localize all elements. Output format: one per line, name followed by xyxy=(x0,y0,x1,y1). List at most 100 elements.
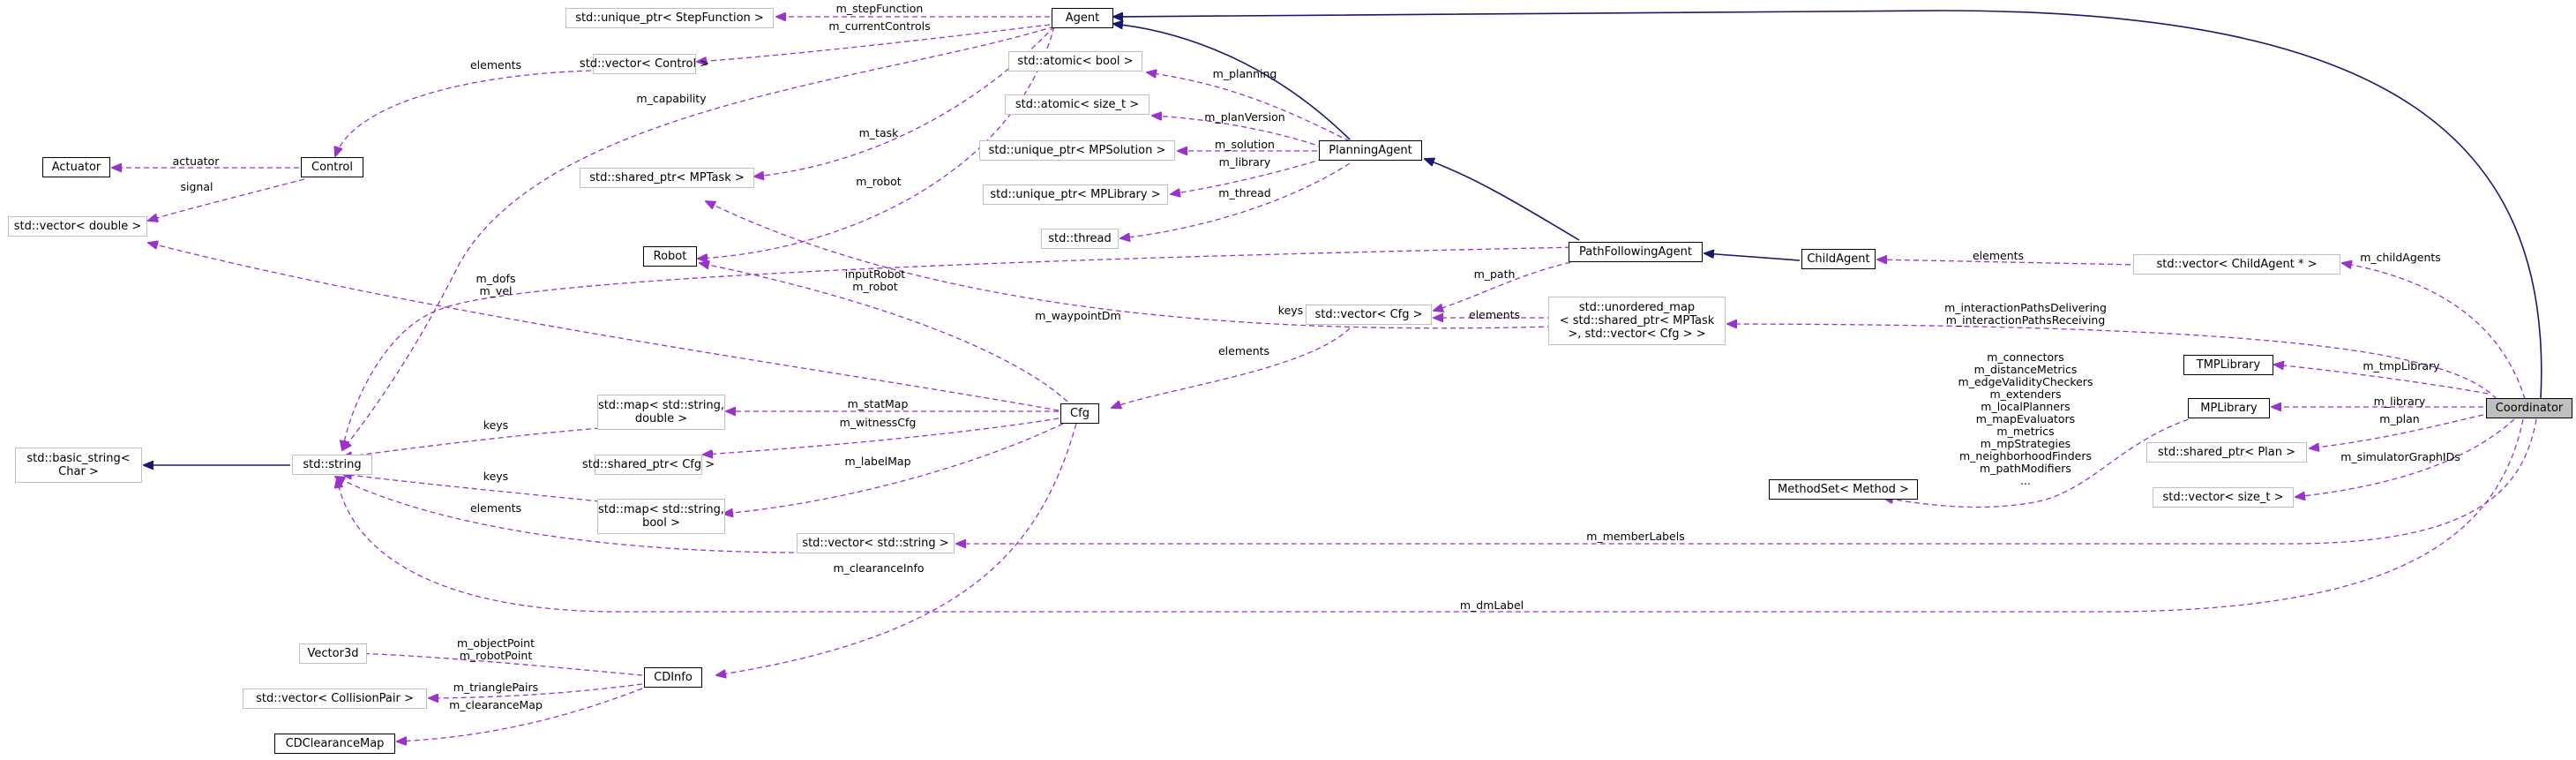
node-robot[interactable]: Robot xyxy=(643,246,697,267)
edge-pathfollowing-planningagent xyxy=(1425,159,1580,241)
label-keys-mb: keys xyxy=(483,470,509,483)
node-methodset[interactable]: MethodSet< Method > xyxy=(1769,479,1918,500)
node-childagent[interactable]: ChildAgent xyxy=(1801,249,1876,269)
node-vector-control[interactable]: std::vector< Control > xyxy=(580,54,709,74)
edge-coordinator-plan xyxy=(2310,414,2484,448)
label-keys-um: keys xyxy=(1277,304,1304,317)
edge-coordinator-tmplibrary xyxy=(2274,365,2489,395)
label-m-robot: m_robot xyxy=(856,175,902,188)
label-m-interactionpaths: m_interactionPathsDelivering m_interacti… xyxy=(1944,301,2107,327)
edge-planningagent-agent xyxy=(1113,24,1351,140)
node-unordered-map[interactable]: std::unordered_map < std::shared_ptr< MP… xyxy=(1548,297,1726,345)
node-vector-size-t[interactable]: std::vector< size_t > xyxy=(2153,487,2294,508)
node-actuator[interactable]: Actuator xyxy=(42,157,110,177)
label-elements-child: elements xyxy=(1972,249,2025,262)
label-m-labelmap: m_labelMap xyxy=(844,455,911,468)
label-elements-cfg: elements xyxy=(1217,344,1270,357)
edge-planningagent-planversion xyxy=(1152,116,1324,148)
edge-mapdouble-keys xyxy=(342,427,601,457)
label-m-plan: m_plan xyxy=(2379,412,2420,425)
edge-coordinator-simgraph xyxy=(2295,418,2515,497)
node-unique-ptr-mplibrary[interactable]: std::unique_ptr< MPLibrary > xyxy=(983,184,1168,205)
node-vector-collisionpair[interactable]: std::vector< CollisionPair > xyxy=(243,689,427,709)
label-m-library-c: m_library xyxy=(2373,395,2426,408)
label-m-simulatorgraphids: m_simulatorGraphIDs xyxy=(2340,450,2460,463)
label-m-trianglepairs: m_trianglePairs xyxy=(453,681,539,694)
edge-cdinfo-objectpoint xyxy=(351,653,643,676)
node-unique-ptr-stepfunction[interactable]: std::unique_ptr< StepFunction > xyxy=(565,8,774,28)
label-keys-md: keys xyxy=(483,418,509,432)
node-map-string-double[interactable]: std::map< std::string, double > xyxy=(597,395,725,430)
edge-um-keys xyxy=(706,201,1554,329)
edge-pathfollowing-waypointdm xyxy=(342,246,1580,450)
edge-planningagent-thread xyxy=(1120,162,1351,238)
edge-planningagent-planning xyxy=(1147,72,1351,142)
label-elements-um: elements xyxy=(1468,308,1521,321)
node-basic-string[interactable]: std::basic_string< Char > xyxy=(15,448,142,483)
label-m-clearancemap: m_clearanceMap xyxy=(449,698,543,711)
node-pathfollowingagent[interactable]: PathFollowingAgent xyxy=(1569,242,1703,262)
node-tmplibrary[interactable]: TMPLibrary xyxy=(2183,355,2273,375)
edge-childagent-pathfollowing xyxy=(1704,253,1801,261)
node-shared-ptr-mptask[interactable]: std::shared_ptr< MPTask > xyxy=(580,168,754,188)
node-shared-ptr-cfg[interactable]: std::shared_ptr< Cfg > xyxy=(582,455,715,475)
node-control[interactable]: Control xyxy=(301,157,363,177)
node-atomic-bool[interactable]: std::atomic< bool > xyxy=(1008,51,1142,71)
edge-cfg-witness xyxy=(703,418,1060,455)
edge-vectorcontrol-control xyxy=(335,70,592,156)
edge-planningagent-library xyxy=(1171,158,1324,194)
label-m-statmap: m_statMap xyxy=(847,397,909,410)
node-cdclearancemap[interactable]: CDClearanceMap xyxy=(274,734,395,754)
label-m-task: m_task xyxy=(858,126,899,139)
node-coordinator[interactable]: Coordinator xyxy=(2486,398,2572,418)
node-vector-cfg[interactable]: std::vector< Cfg > xyxy=(1306,305,1432,325)
label-m-planversion: m_planVersion xyxy=(1204,110,1285,124)
edge-cdinfo-trianglepairs xyxy=(429,683,643,698)
label-elements-str: elements xyxy=(469,501,522,515)
label-m-objectpoint: m_objectPoint m_robotPoint xyxy=(457,636,535,662)
node-vector-string[interactable]: std::vector< std::string > xyxy=(797,533,955,553)
node-unique-ptr-mpsolution[interactable]: std::unique_ptr< MPSolution > xyxy=(979,140,1175,161)
label-m-waypointdm: m_waypointDm xyxy=(1035,309,1121,322)
label-m-thread: m_thread xyxy=(1218,186,1271,199)
node-vector-childagent[interactable]: std::vector< ChildAgent * > xyxy=(2133,254,2340,275)
node-shared-ptr-plan[interactable]: std::shared_ptr< Plan > xyxy=(2146,442,2307,463)
node-vector3d[interactable]: Vector3d xyxy=(299,643,367,664)
label-m-planning: m_planning xyxy=(1212,67,1277,80)
label-m-clearanceinfo: m_clearanceInfo xyxy=(833,561,925,575)
edge-coordinator-memberlabels xyxy=(956,418,2537,544)
label-m-witnesscfg: m_witnessCfg xyxy=(839,416,917,429)
edge-agent-robot xyxy=(698,26,1055,259)
node-atomic-size-t[interactable]: std::atomic< size_t > xyxy=(1005,94,1149,115)
label-signal: signal xyxy=(180,180,213,193)
edge-agent-task xyxy=(754,26,1055,177)
edge-agent-currentcontrols xyxy=(697,24,1051,62)
node-thread[interactable]: std::thread xyxy=(1041,229,1119,249)
edge-coordinator-childagents xyxy=(2342,263,2526,400)
label-methodset-list: m_connectors m_distanceMetrics m_edgeVal… xyxy=(1958,350,2093,487)
node-cdinfo[interactable]: CDInfo xyxy=(644,667,702,688)
node-vector-double[interactable]: std::vector< double > xyxy=(8,216,147,237)
label-m-path: m_path xyxy=(1473,267,1516,281)
edge-vectorstring-elements xyxy=(335,477,795,553)
node-cfg[interactable]: Cfg xyxy=(1060,403,1099,424)
label-inputrobot: inputRobot m_robot xyxy=(844,267,906,293)
node-agent[interactable]: Agent xyxy=(1052,8,1113,28)
label-elements-control: elements xyxy=(469,58,522,71)
edge-agent-capability xyxy=(342,26,1055,450)
node-mplibrary[interactable]: MPLibrary xyxy=(2188,398,2270,418)
edge-coordinator-dmlabel xyxy=(337,418,2524,613)
edge-control-signal xyxy=(148,178,305,221)
node-planningagent[interactable]: PlanningAgent xyxy=(1319,140,1422,161)
edge-cfg-labelmap xyxy=(723,423,1064,514)
node-string[interactable]: std::string xyxy=(292,455,372,475)
label-actuator: actuator xyxy=(172,154,220,168)
edge-cfg-clearanceinfo xyxy=(716,423,1077,675)
label-m-capability: m_capability xyxy=(636,92,707,105)
label-m-solution: m_solution xyxy=(1215,138,1275,151)
node-map-string-bool[interactable]: std::map< std::string, bool > xyxy=(597,499,725,534)
label-m-stepfunction: m_stepFunction xyxy=(835,2,924,15)
label-m-childagents: m_childAgents xyxy=(2360,251,2441,264)
